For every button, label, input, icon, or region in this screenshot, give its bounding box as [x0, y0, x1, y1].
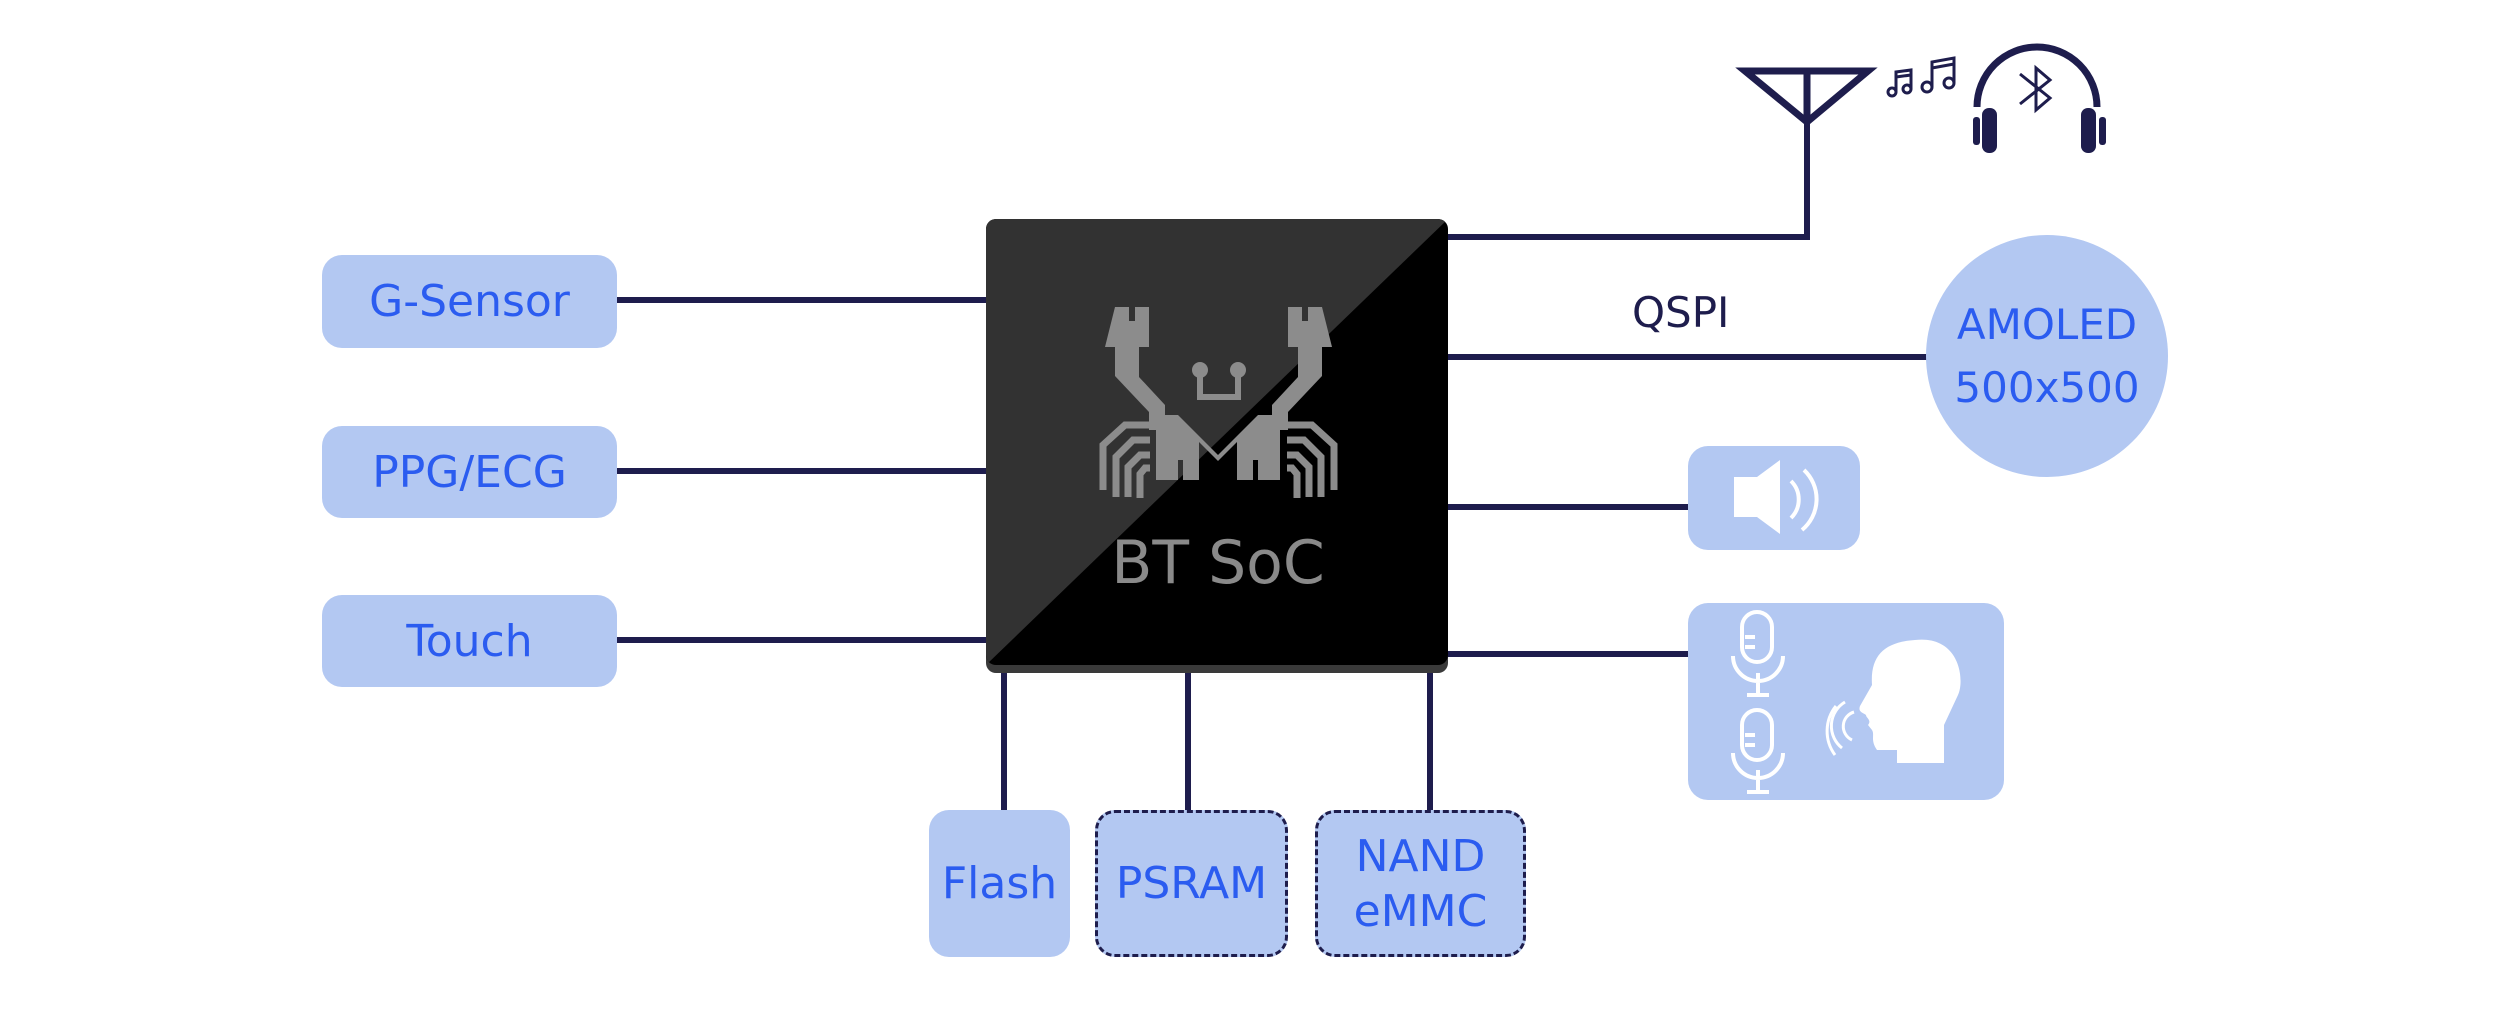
- nand-label: NAND: [1355, 830, 1486, 882]
- flash-box: Flash: [929, 810, 1070, 957]
- speaker-icon: [1734, 460, 1819, 534]
- bt-soc-chip: [986, 219, 1448, 673]
- amoled-display-circle: [1926, 235, 2168, 477]
- bluetooth-icon: [2019, 64, 2053, 114]
- psram-box: PSRAM: [1095, 810, 1288, 957]
- chip-label: BT SoC: [1111, 528, 1325, 598]
- speaker-box: [1688, 446, 1860, 550]
- wire-antenna: [1445, 120, 1810, 240]
- bluetooth-headphones-icon: [1973, 43, 2106, 153]
- ppg-ecg-box: PPG/ECG: [322, 426, 617, 518]
- microphone-icon: [1731, 610, 1785, 697]
- music-notes-icon: [1886, 56, 1956, 98]
- g-sensor-box: G-Sensor: [322, 255, 617, 348]
- qspi-label: QSPI: [1632, 288, 1730, 337]
- realtek-crab-logo: [1099, 307, 1338, 498]
- amoled-line1: AMOLED: [1956, 300, 2138, 349]
- amoled-label: AMOLED 500x500: [1926, 290, 2168, 422]
- emmc-label: eMMC: [1353, 885, 1488, 937]
- touch-box: Touch: [322, 595, 617, 687]
- microphone-icon: [1731, 708, 1785, 794]
- nand-emmc-box: NAND eMMC: [1315, 810, 1526, 957]
- voice-input-box: [1688, 603, 2004, 800]
- amoled-line2: 500x500: [1954, 363, 2140, 412]
- antenna-icon: [1735, 67, 1878, 127]
- speaking-head-icon: [1825, 639, 1961, 763]
